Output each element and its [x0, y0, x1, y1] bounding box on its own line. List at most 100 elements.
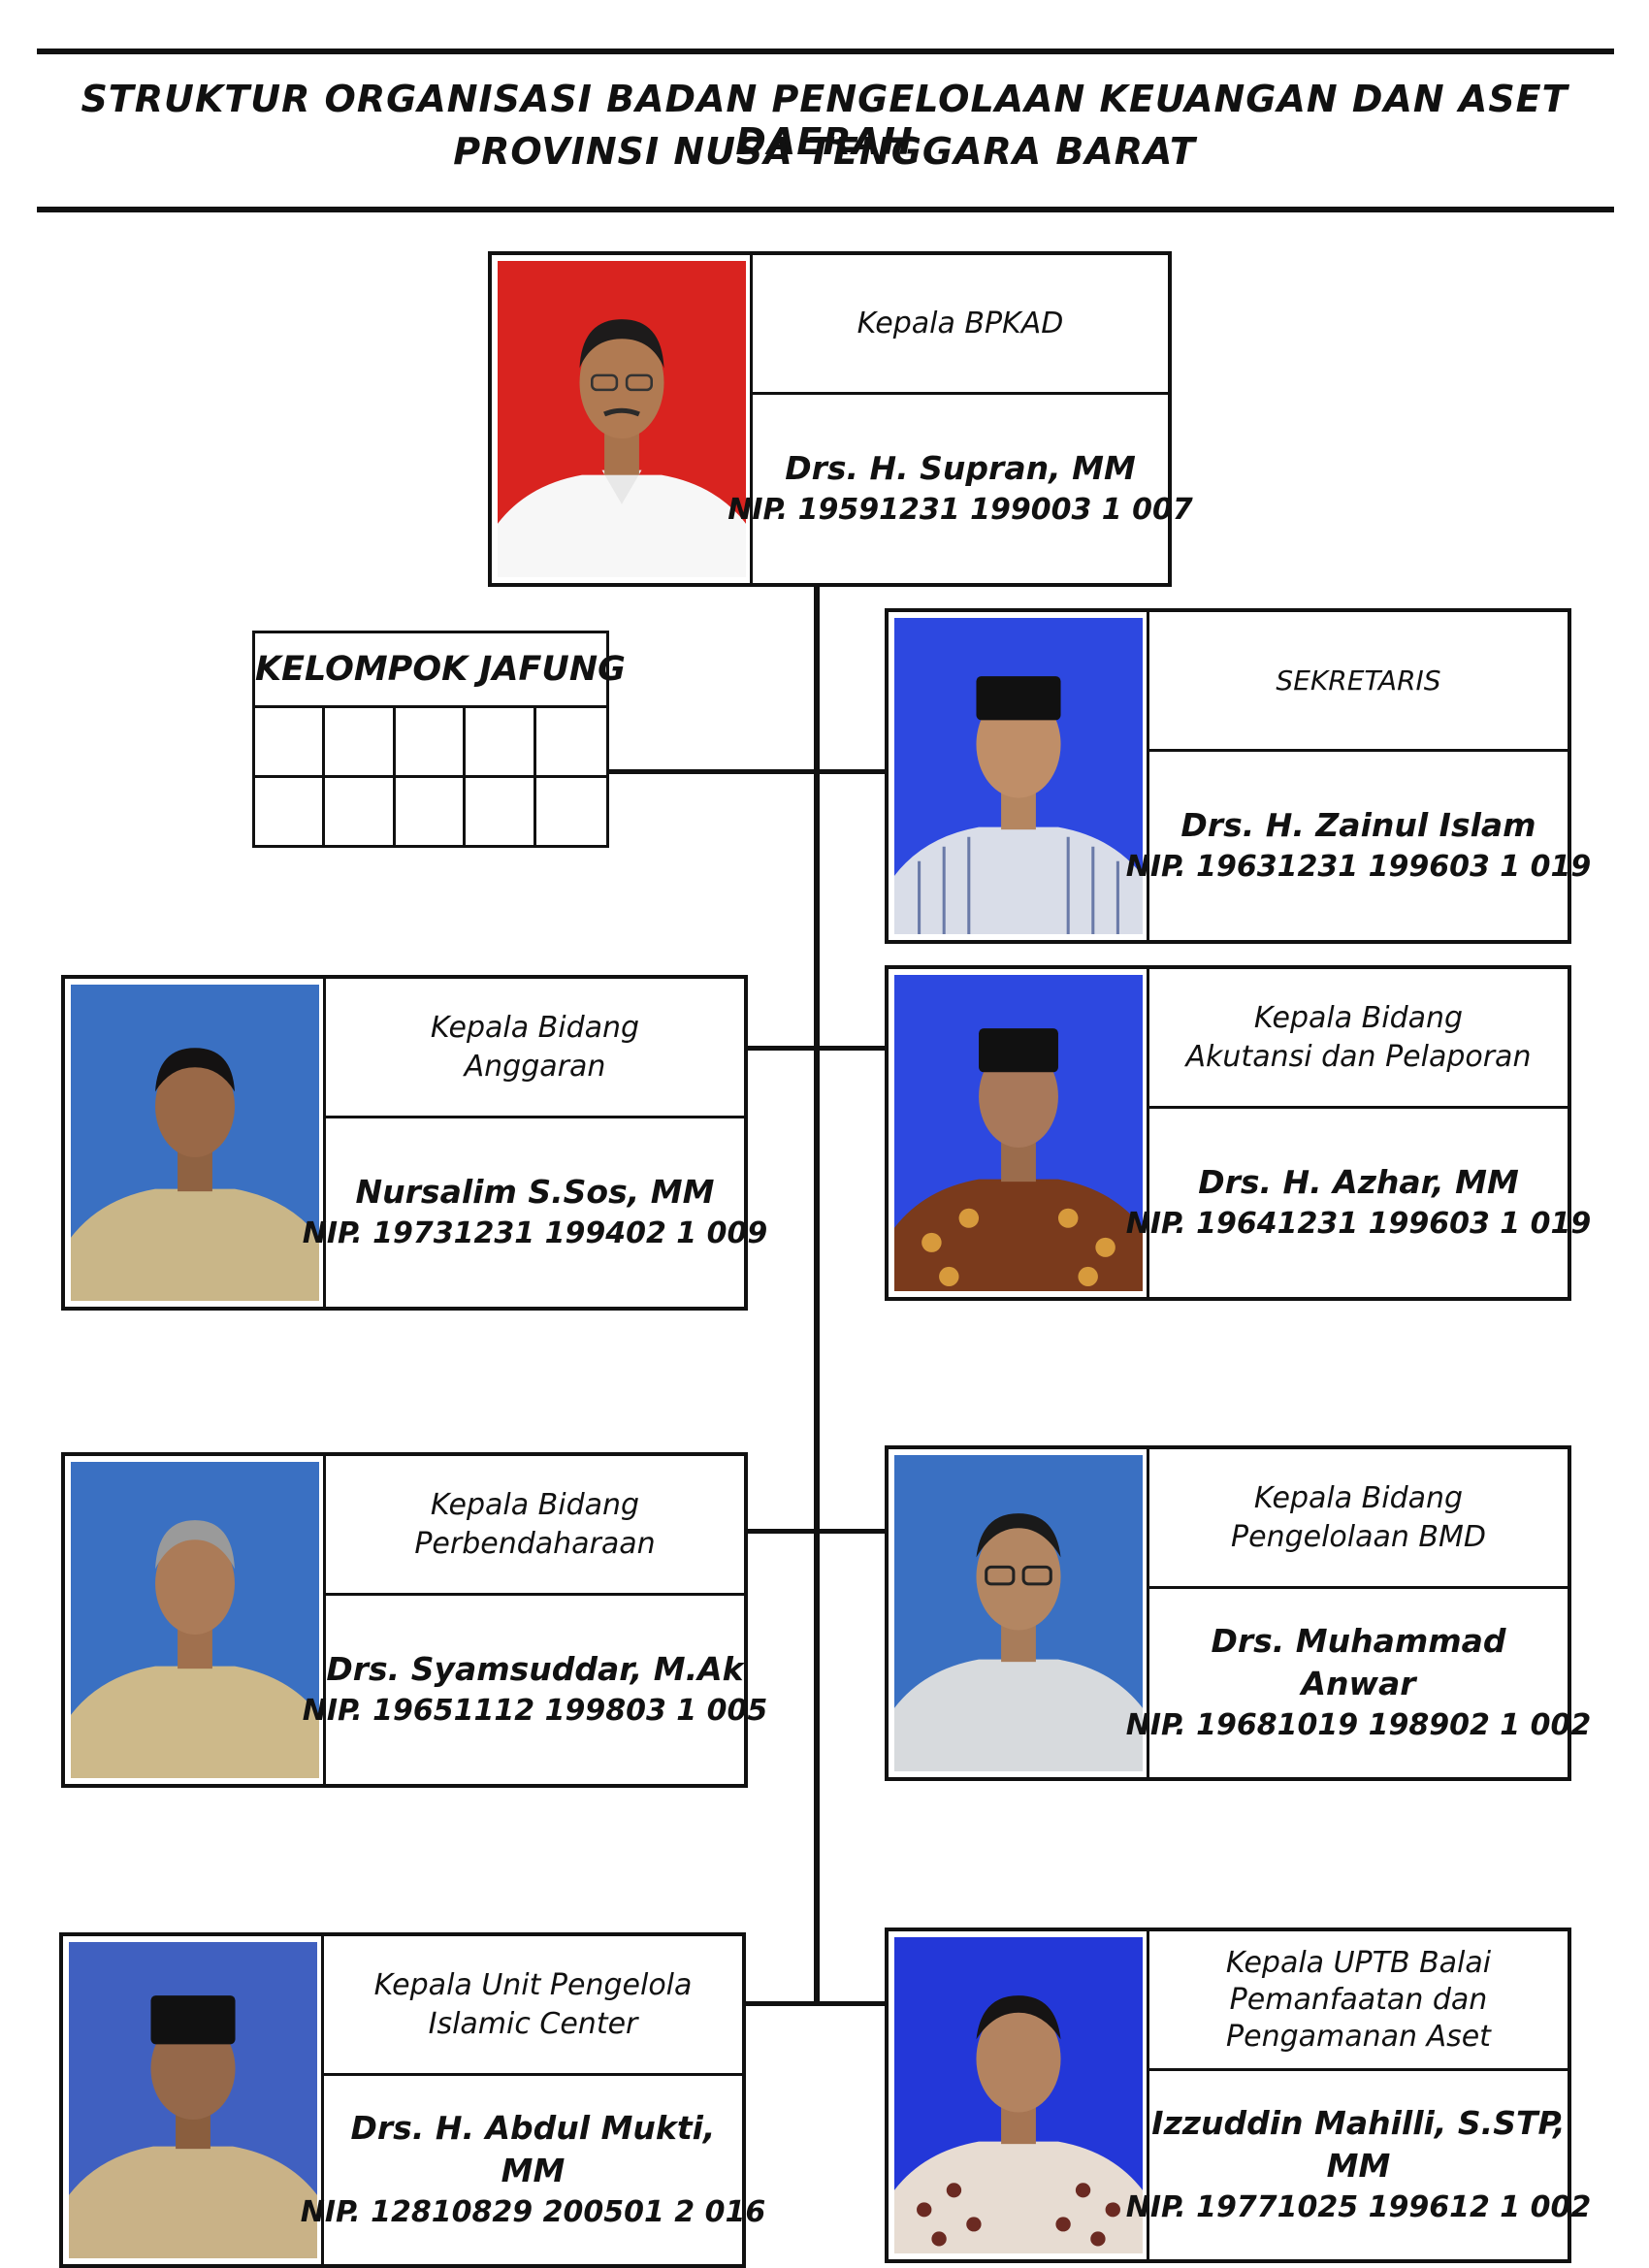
jafung-cell: [536, 778, 606, 848]
card-info: SEKRETARIS Drs. H. Zainul Islam NIP. 196…: [1126, 612, 1591, 940]
page-title-line1: STRUKTUR ORGANISASI BADAN PENGELOLAAN KE…: [81, 78, 1568, 163]
jafung-cell: [395, 708, 467, 778]
person-info: Drs. Syamsuddar, M.Ak NIP. 19651112 1998…: [303, 1596, 767, 1784]
portrait-blue-background-icon: [894, 1455, 1143, 1771]
portrait-perbendaharaan: [71, 1462, 319, 1778]
portrait-blue-background-icon: [69, 1942, 317, 2258]
position-line1: Kepala BPKAD: [857, 306, 1064, 340]
kelompok-jafung-grid: [255, 708, 606, 848]
person-name: Drs. H. Supran, MM: [785, 449, 1136, 487]
portrait-blue-background-icon: [71, 985, 319, 1301]
portrait-akuntansi: [894, 975, 1143, 1291]
jafung-cell: [255, 708, 326, 778]
person-nip: NIP. 19681019 198902 1 002: [1125, 1708, 1592, 1742]
card-uptb-balai: Kepala UPTB Balai Pemanfaatan dan Pengam…: [885, 1928, 1591, 2263]
person-info: Drs. Muhammad Anwar NIP. 19681019 198902…: [1126, 1589, 1591, 1777]
card-divider: [323, 979, 326, 1307]
card-info: Kepala Bidang Perbendaharaan Drs. Syamsu…: [303, 1456, 767, 1784]
person-nip: NIP. 12810829 200501 2 016: [300, 2195, 766, 2229]
card-bidang-anggaran: Kepala Bidang Anggaran Nursalim S.Sos, M…: [61, 975, 767, 1311]
card-bidang-akuntansi: Kepala Bidang Akutansi dan Pelaporan Drs…: [885, 965, 1591, 1301]
jafung-cell: [325, 708, 396, 778]
position-label: Kepala BPKAD: [753, 255, 1168, 395]
connector-row1: [744, 1046, 887, 1051]
card-unit-islamic-center: Kepala Unit Pengelola Islamic Center Drs…: [59, 1932, 765, 2268]
trunk-line: [814, 585, 820, 2003]
kelompok-jafung-box: KELOMPOK JAFUNG: [252, 631, 626, 848]
person-name: Drs. H. Abdul Mukti, MM: [350, 2109, 716, 2189]
card-divider: [1147, 612, 1149, 940]
card-info: Kepala Bidang Akutansi dan Pelaporan Drs…: [1126, 969, 1591, 1297]
portrait-blue-background-icon: [894, 618, 1143, 934]
position-line2: Islamic Center: [428, 2006, 638, 2041]
person-nip: NIP. 19731231 199402 1 009: [302, 1216, 768, 1250]
person-nip: NIP. 19651112 199803 1 005: [302, 1694, 768, 1728]
portrait-blue-background-icon: [71, 1462, 319, 1778]
person-nip: NIP. 19631231 199603 1 019: [1125, 850, 1592, 884]
card-kepala-bpkad: Kepala BPKAD Drs. H. Supran, MM NIP. 195…: [488, 251, 1193, 587]
jafung-connector: [609, 769, 887, 774]
portrait-bmd: [894, 1455, 1143, 1771]
connector-row2: [744, 1529, 887, 1534]
position-line3: Pengamanan Aset: [1226, 2019, 1491, 2054]
person-nip: NIP. 19641231 199603 1 019: [1125, 1207, 1592, 1241]
card-info: Kepala BPKAD Drs. H. Supran, MM NIP. 195…: [728, 255, 1192, 583]
person-name: Nursalim S.Sos, MM: [355, 1173, 715, 1211]
position-line1: Kepala Unit Pengelola: [373, 1967, 693, 2002]
position-label: Kepala Bidang Anggaran: [326, 979, 744, 1118]
connector-row3: [744, 2001, 887, 2006]
jafung-cell: [325, 778, 396, 848]
person-info: Drs. H. Azhar, MM NIP. 19641231 199603 1…: [1126, 1109, 1591, 1297]
position-label: Kepala Bidang Akutansi dan Pelaporan: [1149, 969, 1568, 1109]
card-bidang-bmd: Kepala Bidang Pengelolaan BMD Drs. Muham…: [885, 1445, 1591, 1781]
position-line1: Kepala Bidang: [1253, 1000, 1464, 1035]
position-line1: SEKRETARIS: [1276, 664, 1441, 697]
position-line2: Akutansi dan Pelaporan: [1185, 1039, 1532, 1074]
position-label: Kepala Unit Pengelola Islamic Center: [324, 1936, 742, 2076]
jafung-cell: [535, 708, 606, 778]
person-info: Drs. H. Zainul Islam NIP. 19631231 19960…: [1126, 752, 1591, 940]
kelompok-jafung-label: KELOMPOK JAFUNG: [255, 633, 626, 708]
person-nip: NIP. 19771025 199612 1 002: [1125, 2190, 1592, 2224]
top-rule: [37, 49, 1614, 54]
portrait-anggaran: [71, 985, 319, 1301]
page-title-line2: PROVINSI NUSA TENGGARA BARAT: [453, 130, 1196, 173]
card-divider: [321, 1936, 324, 2264]
position-line1: Kepala Bidang: [1253, 1480, 1464, 1515]
jafung-cell: [396, 778, 467, 848]
portrait-islamic-center: [69, 1942, 317, 2258]
jafung-cell: [255, 778, 326, 848]
card-sekretaris: SEKRETARIS Drs. H. Zainul Islam NIP. 196…: [885, 608, 1591, 944]
position-line2: Perbendaharaan: [414, 1526, 656, 1561]
position-line2: Pemanfaatan dan: [1229, 1982, 1488, 2017]
jafung-cell: [466, 708, 536, 778]
position-label: SEKRETARIS: [1149, 612, 1568, 752]
portrait-blue-background-icon: [894, 1937, 1143, 2253]
position-label: Kepala Bidang Pengelolaan BMD: [1149, 1449, 1568, 1589]
person-name: Drs. H. Azhar, MM: [1198, 1163, 1519, 1201]
card-info: Kepala Unit Pengelola Islamic Center Drs…: [301, 1936, 765, 2264]
person-nip: NIP. 19591231 199003 1 007: [728, 493, 1193, 527]
card-info: Kepala Bidang Anggaran Nursalim S.Sos, M…: [303, 979, 767, 1307]
card-divider: [750, 255, 753, 583]
position-line1: Kepala Bidang: [430, 1487, 640, 1522]
card-info: Kepala Bidang Pengelolaan BMD Drs. Muham…: [1126, 1449, 1591, 1777]
person-name: Izzuddin Mahilli, S.STP, MM: [1151, 2104, 1566, 2185]
jafung-cell: [466, 778, 536, 848]
position-line2: Pengelolaan BMD: [1231, 1519, 1486, 1554]
position-label: Kepala Bidang Perbendaharaan: [326, 1456, 744, 1596]
person-name: Drs. Muhammad Anwar: [1211, 1622, 1506, 1702]
card-divider: [1147, 969, 1149, 1297]
person-info: Drs. H. Supran, MM NIP. 19591231 199003 …: [728, 395, 1192, 583]
person-info: Nursalim S.Sos, MM NIP. 19731231 199402 …: [303, 1118, 767, 1307]
position-label: Kepala UPTB Balai Pemanfaatan dan Pengam…: [1149, 1931, 1568, 2071]
position-line1: Kepala Bidang: [430, 1010, 640, 1045]
person-name: Drs. Syamsuddar, M.Ak: [326, 1650, 744, 1688]
person-name: Drs. H. Zainul Islam: [1180, 806, 1536, 844]
portrait-kepala: [498, 261, 746, 577]
position-line1: Kepala UPTB Balai: [1225, 1945, 1492, 1980]
bottom-rule: [37, 207, 1614, 212]
card-divider: [323, 1456, 326, 1784]
portrait-blue-background-icon: [894, 975, 1143, 1291]
position-line2: Anggaran: [464, 1049, 606, 1084]
